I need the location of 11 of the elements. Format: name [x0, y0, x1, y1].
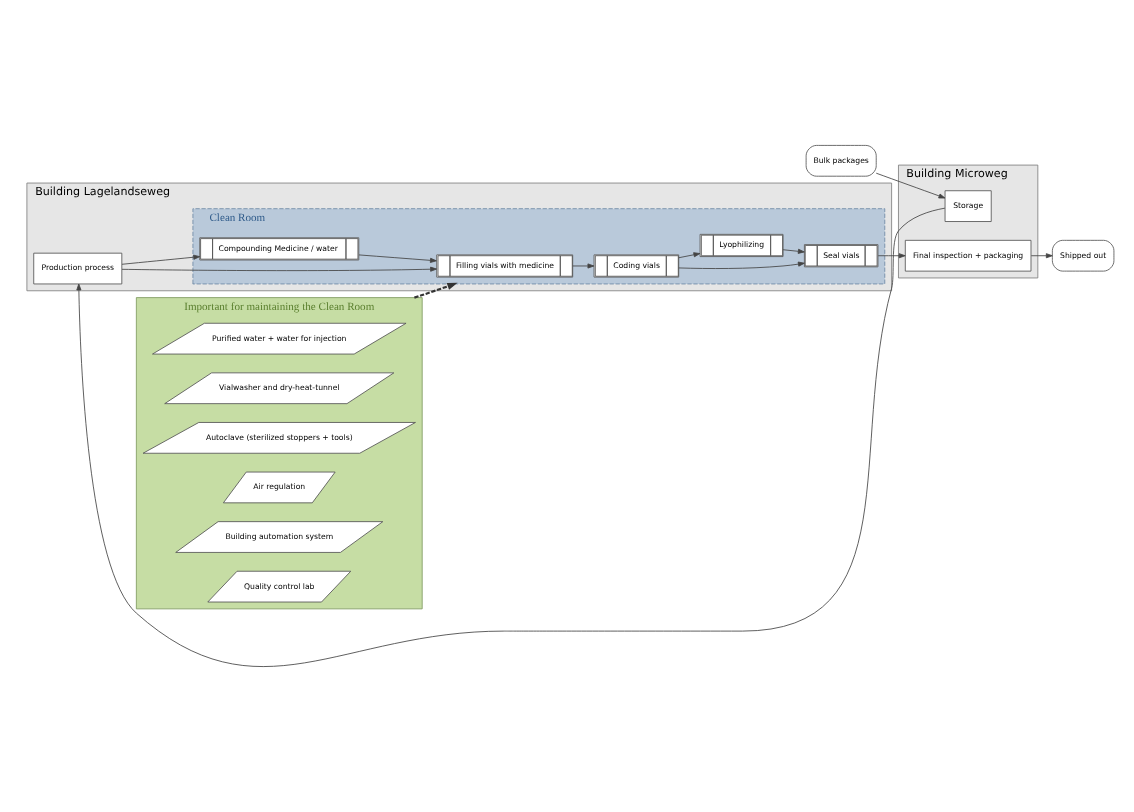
arrow [358, 254, 437, 263]
arrow [572, 263, 595, 269]
arrow [121, 254, 201, 265]
arrow [678, 261, 805, 269]
arrow [678, 252, 701, 259]
arrow [76, 207, 946, 667]
arrow [1030, 253, 1053, 259]
arrow [121, 266, 437, 272]
arrow [414, 282, 458, 299]
arrow [782, 248, 805, 254]
arrow [877, 253, 906, 259]
